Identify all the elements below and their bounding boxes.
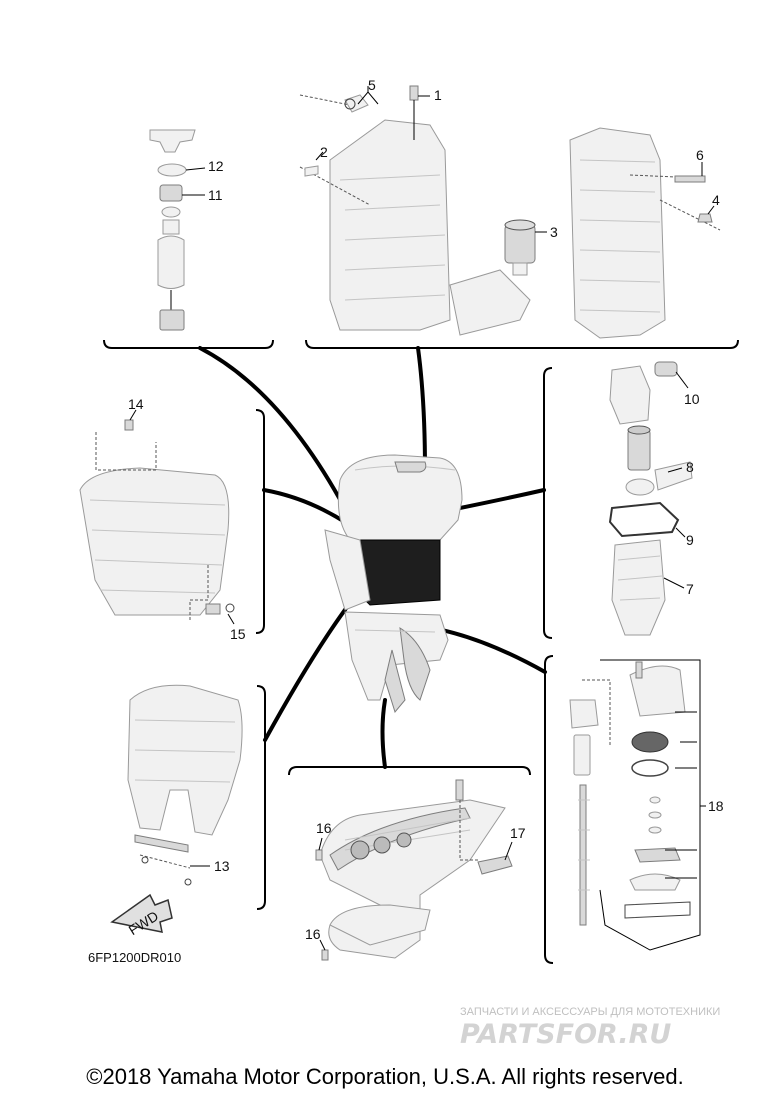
cylinder-block <box>299 85 536 336</box>
callout-number: 6 <box>696 147 704 163</box>
callout-number: 16 <box>316 820 332 836</box>
lower-unit <box>315 779 513 961</box>
leader-18 <box>665 711 706 879</box>
callout-number: 4 <box>712 192 720 208</box>
watermark-logo: PARTSFOR.RU <box>460 1019 671 1050</box>
leader-10 <box>675 371 689 389</box>
bracket-low-left <box>256 685 266 910</box>
connector-mid-right <box>448 488 546 512</box>
leader-16a <box>318 837 323 851</box>
bottom-cowling <box>79 419 235 620</box>
leader-17 <box>504 841 513 861</box>
callout-number: 7 <box>686 581 694 597</box>
connector-bottom-center <box>380 698 387 769</box>
watermark-tagline: ЗАПЧАСТИ И АКСЕССУАРЫ ДЛЯ МОТОТЕХНИКИ <box>460 1006 720 1018</box>
leader-15 <box>227 613 235 625</box>
leader-12 <box>185 167 206 171</box>
callout-number: 14 <box>128 396 144 412</box>
callout-number: 1 <box>434 87 442 103</box>
bracket-top-right <box>305 339 739 349</box>
callout-number: 16 <box>305 926 321 942</box>
callout-number: 18 <box>708 798 724 814</box>
callout-number: 2 <box>320 144 328 160</box>
callout-number: 10 <box>684 391 700 407</box>
leader-14 <box>129 409 137 421</box>
leader-2 <box>315 151 324 161</box>
water-pump-assembly <box>569 659 701 951</box>
bracket-mid-left <box>255 409 265 634</box>
fwd-arrow-icon: FWD <box>110 893 173 938</box>
callout-number: 9 <box>686 532 694 548</box>
bracket-low-right <box>544 655 554 964</box>
callout-number: 3 <box>550 224 558 240</box>
leader-4 <box>707 205 715 215</box>
connector-top-right <box>416 346 427 472</box>
upper-case <box>127 684 243 886</box>
bracket-mid-right <box>543 367 553 639</box>
callout-number: 8 <box>686 459 694 475</box>
leader-16b <box>319 939 326 951</box>
leader-7 <box>663 577 685 589</box>
leader-5 <box>357 86 379 105</box>
copyright-notice: ©2018 Yamaha Motor Corporation, U.S.A. A… <box>86 1064 684 1089</box>
callout-number: 12 <box>208 158 224 174</box>
callout-number: 11 <box>208 187 223 203</box>
crankcase <box>569 127 721 339</box>
callout-number: 5 <box>368 77 376 93</box>
watermark: ЗАПЧАСТИ И АКСЕССУАРЫ ДЛЯ МОТОТЕХНИКИ PA… <box>460 1006 720 1050</box>
callout-number: 15 <box>230 626 246 642</box>
leader-8 <box>667 467 683 473</box>
callout-number: 13 <box>214 858 230 874</box>
bracket-bottom-center <box>288 766 531 776</box>
bracket-top-left <box>103 339 274 349</box>
drawing-code: 6FP1200DR010 <box>88 950 181 965</box>
intake-assembly <box>608 361 693 636</box>
leader-9 <box>675 527 686 538</box>
callout-number: 17 <box>510 825 526 841</box>
outboard-motor <box>324 454 463 714</box>
fuel-filter-assembly <box>149 129 196 331</box>
